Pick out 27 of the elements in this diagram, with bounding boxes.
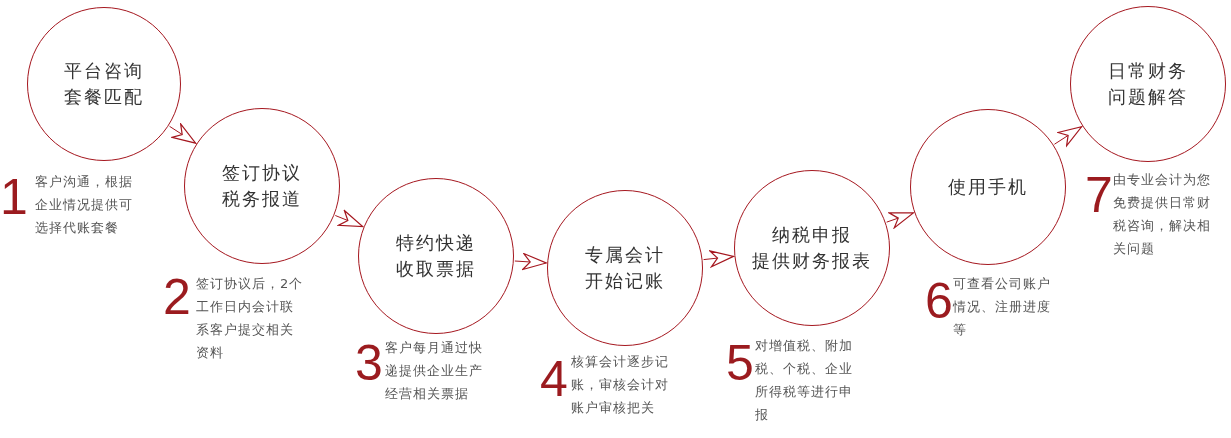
arrow (334, 209, 364, 228)
step-number: 4 (540, 354, 568, 404)
step-number: 5 (726, 338, 754, 388)
arrow (169, 123, 197, 144)
step-number: 7 (1085, 170, 1113, 220)
step-number: 6 (925, 276, 953, 326)
step-description: 核算会计逐步记账，审核会计对账户审核把关 (571, 353, 670, 417)
arrow (514, 252, 547, 271)
step-number: 1 (0, 172, 28, 222)
step-description: 可查看公司账户情况、注册进度等 (953, 275, 1052, 339)
step-title: 专属会计开始记账 (585, 242, 665, 293)
arrow (1053, 126, 1083, 147)
step-title: 特约快递收取票据 (396, 230, 476, 281)
step-title: 使用手机 (948, 174, 1028, 199)
step-title: 平台咨询套餐匹配 (64, 58, 144, 109)
step-description: 客户沟通，根据企业情况提供可选择代账套餐 (35, 173, 134, 237)
step-description: 签订协议后，2个工作日内会计联系客户提交相关资料 (196, 275, 305, 362)
step-number: 3 (355, 338, 383, 388)
step-title: 签订协议税务报道 (222, 160, 302, 211)
step-description: 客户每月通过快递提供企业生产经营相关票据 (385, 339, 484, 403)
step-description: 对增值税、附加税、个税、企业所得税等进行申报 (755, 337, 854, 424)
arrow (703, 250, 735, 268)
arrow (886, 212, 914, 229)
step-number: 2 (163, 272, 191, 322)
step-title: 纳税申报提供财务报表 (752, 222, 872, 273)
step-description: 由专业会计为您免费提供日常财税咨询，解决相关问题 (1113, 171, 1212, 258)
step-title: 日常财务问题解答 (1108, 58, 1188, 109)
